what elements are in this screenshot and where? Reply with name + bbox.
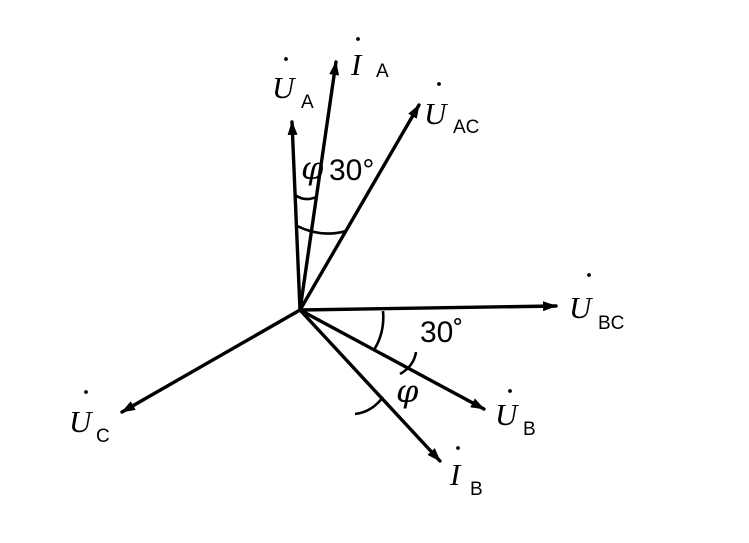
angle-label-phi-top: φ <box>301 149 324 187</box>
angle-label-30-right: 30˚ <box>420 316 463 349</box>
label-UBC-symbol: U <box>569 290 594 325</box>
angle-label-30-top: 30° <box>329 154 374 187</box>
phasor-IA <box>298 60 340 312</box>
angle-arc-phi-top <box>294 193 317 201</box>
label-UC-symbol: U <box>69 404 94 439</box>
label-UC: U C <box>69 390 110 447</box>
label-UB-subscript: B <box>523 419 536 440</box>
angle-arc-phi-bottom <box>399 351 418 376</box>
label-UAC: U AC <box>424 82 479 138</box>
label-UA-subscript: A <box>301 92 314 113</box>
phasor-UAC <box>298 103 421 312</box>
dot-UA <box>284 57 288 61</box>
angle-arc-phi-bottom-2 <box>354 396 385 416</box>
label-UC-subscript: C <box>96 426 110 447</box>
label-UBC-subscript: BC <box>598 313 624 334</box>
phasor-UB <box>298 308 486 411</box>
label-IB-symbol: I <box>449 457 462 492</box>
angle-arc-30-top <box>296 224 347 235</box>
dot-UC <box>84 390 88 394</box>
angle-label-phi-bottom: φ <box>396 372 419 410</box>
label-UAC-subscript: AC <box>453 117 479 138</box>
angle-arc-30-right <box>372 310 385 351</box>
label-UA-symbol: U <box>272 70 297 105</box>
phasor-IB <box>298 308 442 463</box>
dot-IA <box>356 37 360 41</box>
label-IA-symbol: I <box>350 47 363 82</box>
phasor-UBC <box>298 301 558 312</box>
label-IA-subscript: A <box>376 61 389 82</box>
label-UAC-symbol: U <box>424 96 449 131</box>
dot-IB <box>456 446 460 450</box>
label-UA: U A <box>272 57 314 113</box>
dot-UAC <box>437 82 441 86</box>
dot-UB <box>508 389 512 393</box>
phasor-UA <box>287 120 302 312</box>
label-UB: U B <box>495 389 536 440</box>
label-UB-symbol: U <box>495 397 520 432</box>
label-IA: I A <box>350 37 389 82</box>
label-IB-subscript: B <box>470 479 483 500</box>
label-UBC: U BC <box>569 273 624 334</box>
dot-UBC <box>587 273 591 277</box>
phasor-UC <box>120 308 302 414</box>
label-IB: I B <box>449 446 483 500</box>
